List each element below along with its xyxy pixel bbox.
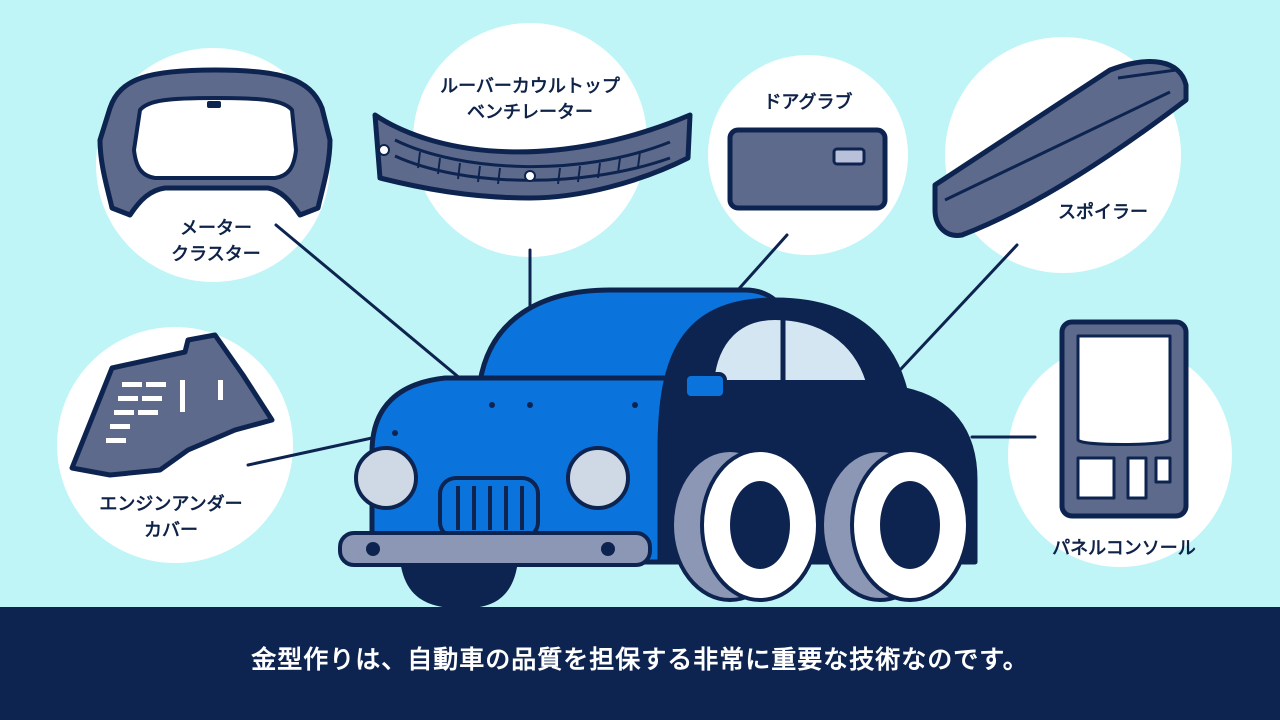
label-line: クラスター bbox=[171, 244, 261, 266]
label-panel-console: パネルコンソール bbox=[1032, 536, 1216, 562]
car bbox=[338, 287, 978, 609]
label-line: カバー bbox=[144, 520, 198, 542]
label-line: ルーバーカウルトップ bbox=[440, 76, 620, 97]
label-line: エンジンアンダー bbox=[99, 494, 243, 515]
label-spoiler: スポイラー bbox=[1045, 200, 1161, 226]
label-line: ドアグラブ bbox=[763, 92, 853, 113]
line-meter-cluster bbox=[274, 223, 494, 407]
circle-louver-cowl bbox=[413, 23, 647, 257]
louver-cowl-part bbox=[372, 112, 693, 201]
panel-console-part bbox=[1059, 319, 1189, 519]
label-line: メーター bbox=[180, 218, 252, 239]
label-line: スポイラー bbox=[1058, 202, 1148, 223]
meter-cluster-part bbox=[97, 67, 333, 218]
door-grab-part bbox=[727, 127, 888, 211]
label-engine-under-cover: エンジンアンダー カバー bbox=[78, 492, 264, 544]
spoiler-part bbox=[932, 59, 1189, 238]
line-spoiler bbox=[898, 243, 1019, 372]
label-door-grab: ドアグラブ bbox=[752, 90, 864, 116]
connector-dots bbox=[392, 402, 638, 436]
engine-under-cover-part bbox=[69, 332, 275, 478]
label-line: ベンチレーター bbox=[467, 102, 593, 124]
label-meter-cluster: メーター クラスター bbox=[158, 216, 274, 268]
caption-text: 金型作りは、自動車の品質を担保する非常に重要な技術なのです。 bbox=[251, 645, 1029, 674]
caption-bar bbox=[0, 607, 1280, 720]
label-louver-cowl: ルーバーカウルトップ ベンチレーター bbox=[410, 74, 650, 126]
label-line: パネルコンソール bbox=[1052, 538, 1196, 559]
